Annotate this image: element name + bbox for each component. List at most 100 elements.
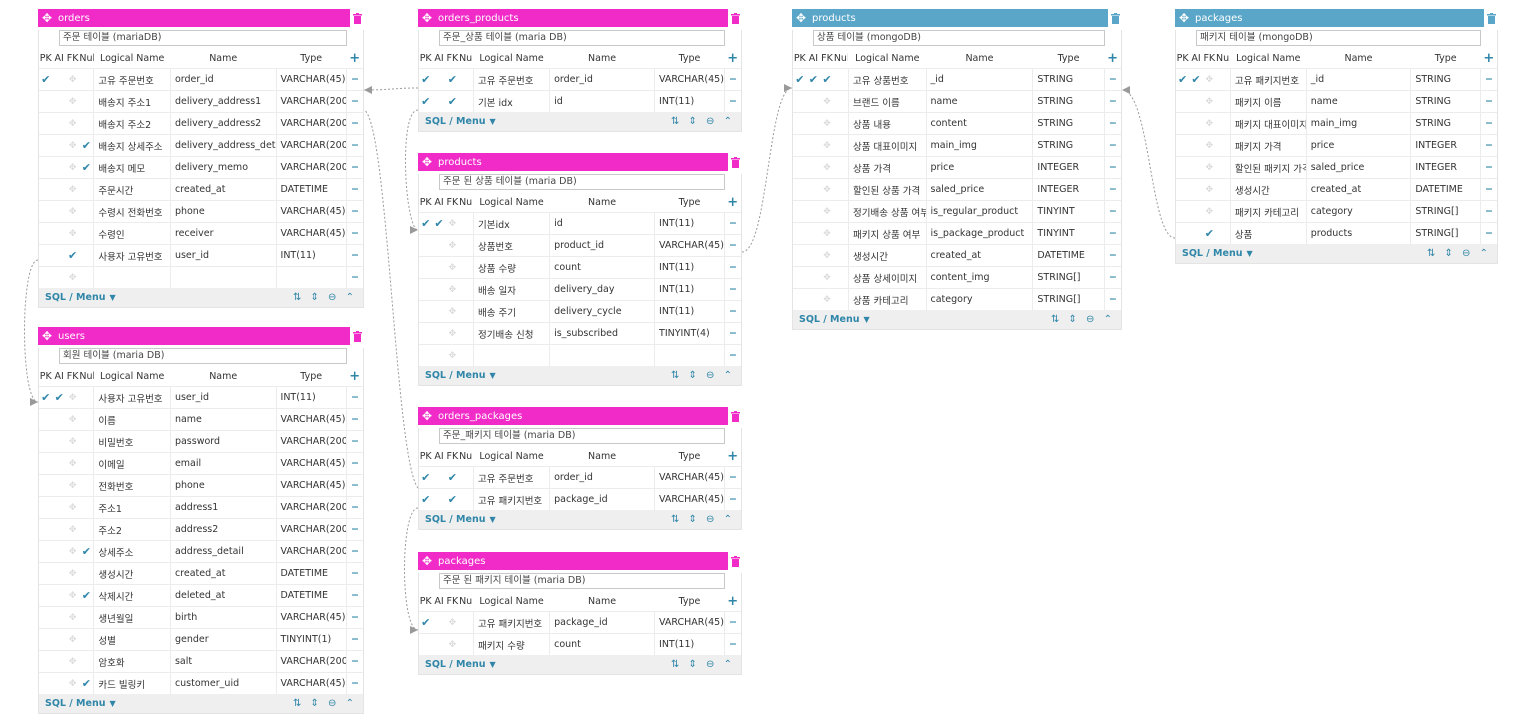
logical-name-cell[interactable]: 사용자 고유번호	[93, 244, 171, 267]
column-type-cell[interactable]: VARCHAR(200)	[275, 540, 347, 563]
flag-ai[interactable]	[52, 650, 66, 673]
column-name-cell[interactable]: price	[925, 156, 1033, 179]
flag-ai[interactable]	[432, 278, 446, 301]
table-controls[interactable]: ⇅ ⇕ ⊖ ⌃	[670, 514, 735, 525]
table-title[interactable]: products	[438, 156, 482, 168]
flag-null[interactable]	[79, 266, 94, 288]
column-type-cell[interactable]: VARCHAR(200)	[275, 134, 347, 157]
minus-icon[interactable]: −	[346, 496, 363, 519]
table-header[interactable]: ✥packages	[418, 552, 742, 570]
flag-null[interactable]	[459, 344, 474, 366]
chevron-down-icon[interactable]: ▼	[489, 660, 496, 669]
flag-null[interactable]	[79, 200, 94, 223]
column-name-cell[interactable]: _id	[925, 68, 1033, 91]
table-controls[interactable]: ⇅ ⇕ ⊖ ⌃	[292, 292, 357, 303]
flag-pk[interactable]: ✔	[39, 68, 53, 91]
logical-name-cell[interactable]: 기본 idx	[472, 90, 550, 112]
flag-fk[interactable]: ✥	[820, 244, 834, 267]
minus-icon[interactable]: −	[1104, 178, 1121, 201]
flag-fk[interactable]: ✥	[1202, 68, 1216, 91]
flag-pk[interactable]	[793, 200, 807, 223]
minus-icon[interactable]: −	[1104, 266, 1121, 289]
column-type-cell[interactable]: TINYINT	[1032, 200, 1105, 223]
minus-icon[interactable]: −	[346, 474, 363, 497]
flag-fk[interactable]: ✥	[1202, 200, 1216, 223]
table-comment-field[interactable]: 주문 된 상품 테이블 (maria DB)	[439, 174, 725, 190]
flag-ai[interactable]	[52, 200, 66, 223]
flag-fk[interactable]: ✥	[445, 278, 460, 301]
flag-pk[interactable]	[793, 112, 807, 135]
trash-icon[interactable]	[728, 9, 742, 27]
logical-name-cell[interactable]: 배송지 주소1	[93, 90, 171, 113]
flag-pk[interactable]	[793, 134, 807, 157]
minus-icon[interactable]: −	[346, 452, 363, 475]
flag-null[interactable]	[79, 430, 94, 453]
flag-pk[interactable]	[793, 156, 807, 179]
column-type-cell[interactable]: TINYINT	[1032, 222, 1105, 245]
column-type-cell[interactable]: VARCHAR(200)	[275, 430, 347, 453]
minus-icon[interactable]: −	[1480, 178, 1497, 201]
flag-fk[interactable]: ✥	[820, 288, 834, 310]
table-comment-field[interactable]: 상품 테이블 (mongoDB)	[813, 30, 1105, 46]
column-name-cell[interactable]: address1	[169, 496, 277, 519]
column-name-cell[interactable]: is_package_product	[925, 222, 1033, 245]
flag-fk[interactable]: ✥	[65, 156, 80, 179]
column-name-cell[interactable]: count	[549, 256, 655, 279]
minus-icon[interactable]: −	[724, 633, 741, 655]
table-title[interactable]: orders	[58, 12, 90, 24]
flag-pk[interactable]	[39, 156, 53, 179]
move-icon[interactable]: ✥	[421, 409, 433, 423]
flag-fk[interactable]: ✥	[65, 112, 80, 135]
flag-fk[interactable]: ✥	[445, 256, 460, 279]
flag-fk[interactable]: ✥	[65, 540, 80, 563]
table-header[interactable]: ✥products	[418, 153, 742, 171]
minus-icon[interactable]: −	[724, 300, 741, 323]
flag-pk[interactable]: ✔	[419, 90, 433, 112]
logical-name-cell[interactable]: 패키지 상품 여부	[847, 222, 927, 245]
column-type-cell[interactable]: VARCHAR(45)	[275, 606, 347, 629]
flag-null[interactable]	[1215, 134, 1231, 157]
logical-name-cell[interactable]: 배송지 메모	[93, 156, 171, 179]
trash-icon[interactable]	[350, 327, 364, 345]
plus-icon[interactable]: +	[727, 593, 739, 609]
table-header[interactable]: ✥products	[792, 9, 1122, 27]
flag-pk[interactable]	[39, 430, 53, 453]
flag-ai[interactable]	[1189, 134, 1203, 157]
minus-icon[interactable]: −	[1480, 200, 1497, 223]
column-name-cell[interactable]: password	[169, 430, 277, 453]
flag-pk[interactable]: ✔	[419, 611, 433, 634]
flag-null[interactable]: ✔	[79, 134, 94, 157]
logical-name-cell[interactable]: 생년월일	[93, 606, 171, 629]
flag-fk[interactable]: ✔	[820, 68, 834, 91]
flag-null[interactable]	[833, 178, 849, 201]
flag-fk[interactable]: ✥	[65, 178, 80, 201]
trash-icon[interactable]	[728, 552, 742, 570]
logical-name-cell[interactable]: 상품번호	[472, 234, 550, 257]
logical-name-cell[interactable]: 고유 상품번호	[847, 68, 927, 91]
flag-pk[interactable]	[39, 178, 53, 201]
flag-fk[interactable]: ✥	[820, 200, 834, 223]
column-type-cell[interactable]: DATETIME	[1410, 178, 1482, 201]
flag-pk[interactable]	[793, 90, 807, 113]
minus-icon[interactable]: −	[724, 322, 741, 345]
sql-menu-button[interactable]: SQL / Menu	[425, 116, 486, 127]
flag-ai[interactable]	[52, 68, 66, 91]
column-name-cell[interactable]: deleted_at	[169, 584, 277, 607]
flag-pk[interactable]	[419, 322, 433, 345]
logical-name-cell[interactable]: 주소1	[93, 496, 171, 519]
flag-null[interactable]	[79, 474, 94, 497]
flag-pk[interactable]	[793, 178, 807, 201]
minus-icon[interactable]: −	[724, 212, 741, 235]
